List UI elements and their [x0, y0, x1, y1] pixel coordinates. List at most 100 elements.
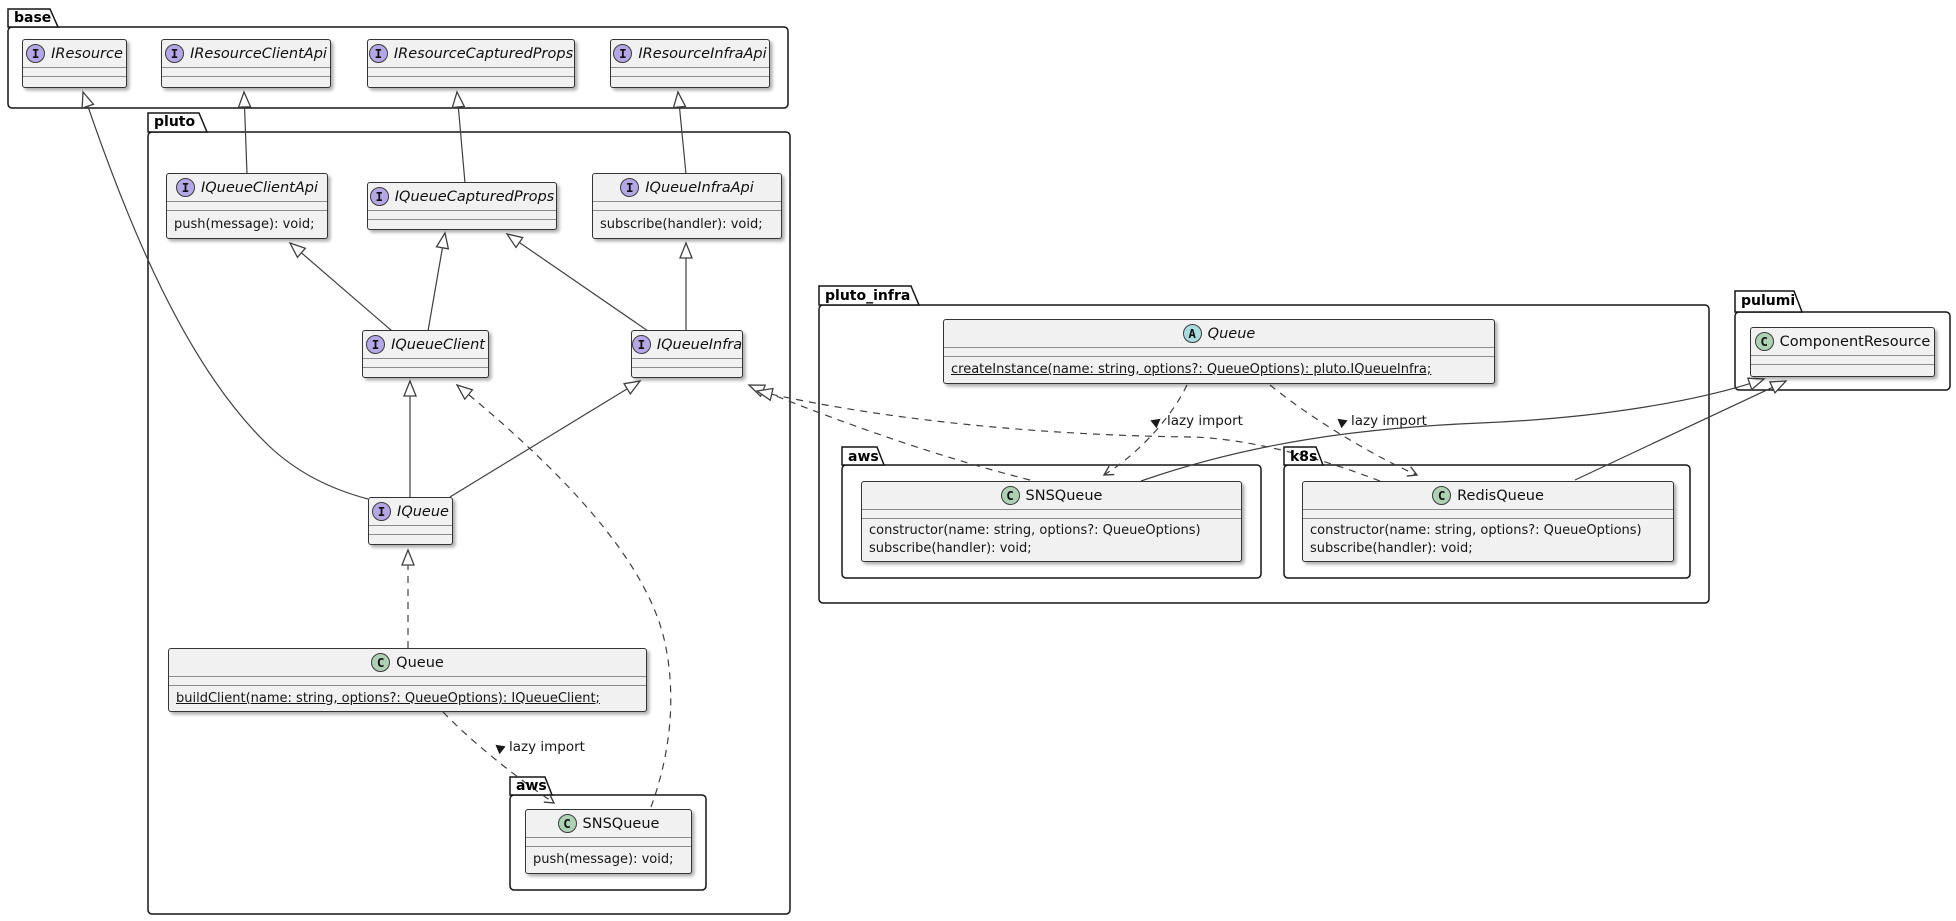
package-pluto-infra-tab [818, 285, 921, 306]
compartment-divider [368, 210, 556, 220]
package-label-infra-k8s: k8s [1290, 449, 1318, 465]
class-name: IQueueClientApi [200, 179, 319, 196]
edge-redisqueue-extends-componentresource [1574, 380, 1788, 481]
compartment-divider [862, 509, 1241, 519]
edge-iqueueinfraapi-extends-iresourceinfraapi [672, 90, 687, 175]
edge-label-infra-aws-lazy-import: lazy import [1150, 413, 1243, 429]
class-box-iresourcecapturedprops: I IResourceCapturedProps [367, 39, 575, 88]
interface-icon: I [26, 44, 46, 63]
abstract-icon: A [1182, 324, 1202, 343]
edge-label-pluto-lazy-import: lazy import [492, 739, 585, 755]
class-name: Queue [396, 654, 444, 671]
edge-iqueue-extends-iqueueinfra [449, 380, 642, 498]
class-box-iqueue: I IQueue [368, 497, 453, 545]
class-box-iqueueinfraapi: I IQueueInfraApi subscribe(handler): voi… [592, 173, 782, 239]
compartment-divider [363, 358, 488, 368]
edge-label-infra-k8s-lazy-import: lazy import [1334, 413, 1427, 429]
class-box-componentresource: C ComponentResource [1750, 327, 1935, 377]
package-pluto-rect [147, 131, 791, 915]
edge-iqueuecapturedprops-extends-iresourcecapturedprops [451, 90, 466, 184]
class-name: SNSQueue [582, 815, 660, 832]
compartment-divider [368, 67, 574, 77]
compartment-divider [632, 358, 742, 368]
class-box-iresourceclientapi: I IResourceClientApi [161, 39, 331, 88]
method-subscribe: subscribe(handler): void; [600, 216, 763, 232]
package-label-pulumi: pulumi [1741, 293, 1796, 309]
class-name: IResource [51, 45, 123, 62]
method-push: push(message): void; [174, 216, 315, 232]
edge-redisqueue-implements-iqueueinfra [755, 387, 1381, 482]
compartment-divider [169, 676, 646, 686]
edge-iqueue-extends-iresource [81, 90, 369, 500]
edge-pluto-queue-lazy-import-snsqueue [442, 711, 556, 804]
package-base-tab [7, 8, 60, 28]
class-icon: C [371, 653, 391, 672]
compartment-divider [369, 525, 452, 535]
edge-iqueueclient-extends-iqueuecapturedprops [427, 231, 450, 332]
class-name: IResourceClientApi [190, 45, 327, 62]
class-box-pluto-queue: C Queue buildClient(name: string, option… [168, 648, 647, 712]
direction-arrow-icon [1150, 414, 1164, 428]
package-infra-aws-tab [841, 446, 886, 466]
package-pluto-aws-tab [509, 776, 554, 796]
package-label-base: base [14, 10, 52, 26]
compartment-divider [611, 67, 769, 77]
edge-infra-queue-lazy-import-snsqueue [1102, 384, 1188, 476]
edge-label-text: lazy import [509, 739, 585, 755]
method-subscribe: subscribe(handler): void; [1310, 541, 1473, 556]
class-name: Queue [1207, 325, 1256, 342]
class-box-infra-queue: A Queue createInstance(name: string, opt… [943, 319, 1495, 384]
class-name: RedisQueue [1457, 487, 1544, 504]
edge-infra-snsqueue-implements-iqueueinfra [747, 384, 1031, 481]
class-icon: C [557, 814, 577, 833]
edge-label-text: lazy import [1167, 413, 1243, 429]
compartment-divider [1751, 355, 1934, 365]
package-label-pluto: pluto [154, 114, 196, 130]
class-name: IResourceCapturedProps [393, 45, 574, 62]
method-buildclient: buildClient(name: string, options?: Queu… [176, 690, 600, 706]
package-pluto-tab [147, 112, 209, 133]
interface-icon: I [366, 335, 386, 354]
edge-infra-queue-lazy-import-redisqueue [1269, 384, 1419, 477]
class-name: SNSQueue [1025, 487, 1103, 504]
class-name: ComponentResource [1779, 333, 1931, 350]
package-label-infra-aws: aws [848, 449, 879, 465]
direction-arrow-icon [1334, 414, 1348, 428]
class-icon: C [1754, 332, 1774, 351]
edge-label-text: lazy import [1351, 413, 1427, 429]
class-name: IQueue [397, 503, 449, 520]
edge-infra-snsqueue-extends-componentresource [1140, 377, 1766, 482]
method-push: push(message): void; [533, 852, 674, 867]
interface-icon: I [369, 187, 389, 206]
package-label-pluto-infra: pluto_infra [825, 288, 911, 304]
compartment-divider [944, 347, 1494, 357]
class-box-iqueuecapturedprops: I IQueueCapturedProps [367, 182, 557, 230]
method-createinstance: createInstance(name: string, options?: Q… [951, 362, 1432, 377]
class-box-redisqueue: C RedisQueue constructor(name: string, o… [1302, 481, 1674, 562]
class-name: IQueueInfra [656, 336, 743, 353]
method-subscribe: subscribe(handler): void; [869, 541, 1032, 556]
class-icon: C [1432, 486, 1452, 505]
class-box-iresourceinfraapi: I IResourceInfraApi [610, 39, 770, 88]
direction-arrow-icon [492, 740, 506, 754]
compartment-divider [1303, 509, 1673, 519]
interface-icon: I [372, 502, 392, 521]
compartment-divider [526, 837, 691, 847]
class-name: IQueueCapturedProps [394, 188, 555, 205]
class-box-iresource: I IResource [22, 39, 127, 88]
interface-icon: I [368, 44, 388, 63]
class-name: IQueueClient [391, 336, 485, 353]
class-name: IResourceInfraApi [638, 45, 767, 62]
interface-icon: I [613, 44, 633, 63]
method-constructor: constructor(name: string, options?: Queu… [869, 523, 1201, 538]
edge-iqueueclientapi-extends-iresourceclientapi [237, 90, 252, 175]
class-box-iqueueclient: I IQueueClient [362, 330, 489, 378]
package-label-pluto-aws: aws [516, 778, 547, 794]
class-box-pluto-snsqueue: C SNSQueue push(message): void; [525, 809, 692, 874]
compartment-divider [23, 67, 126, 77]
interface-icon: I [165, 44, 185, 63]
interface-icon: I [175, 178, 195, 197]
class-box-iqueueclientapi: I IQueueClientApi push(message): void; [166, 173, 328, 239]
